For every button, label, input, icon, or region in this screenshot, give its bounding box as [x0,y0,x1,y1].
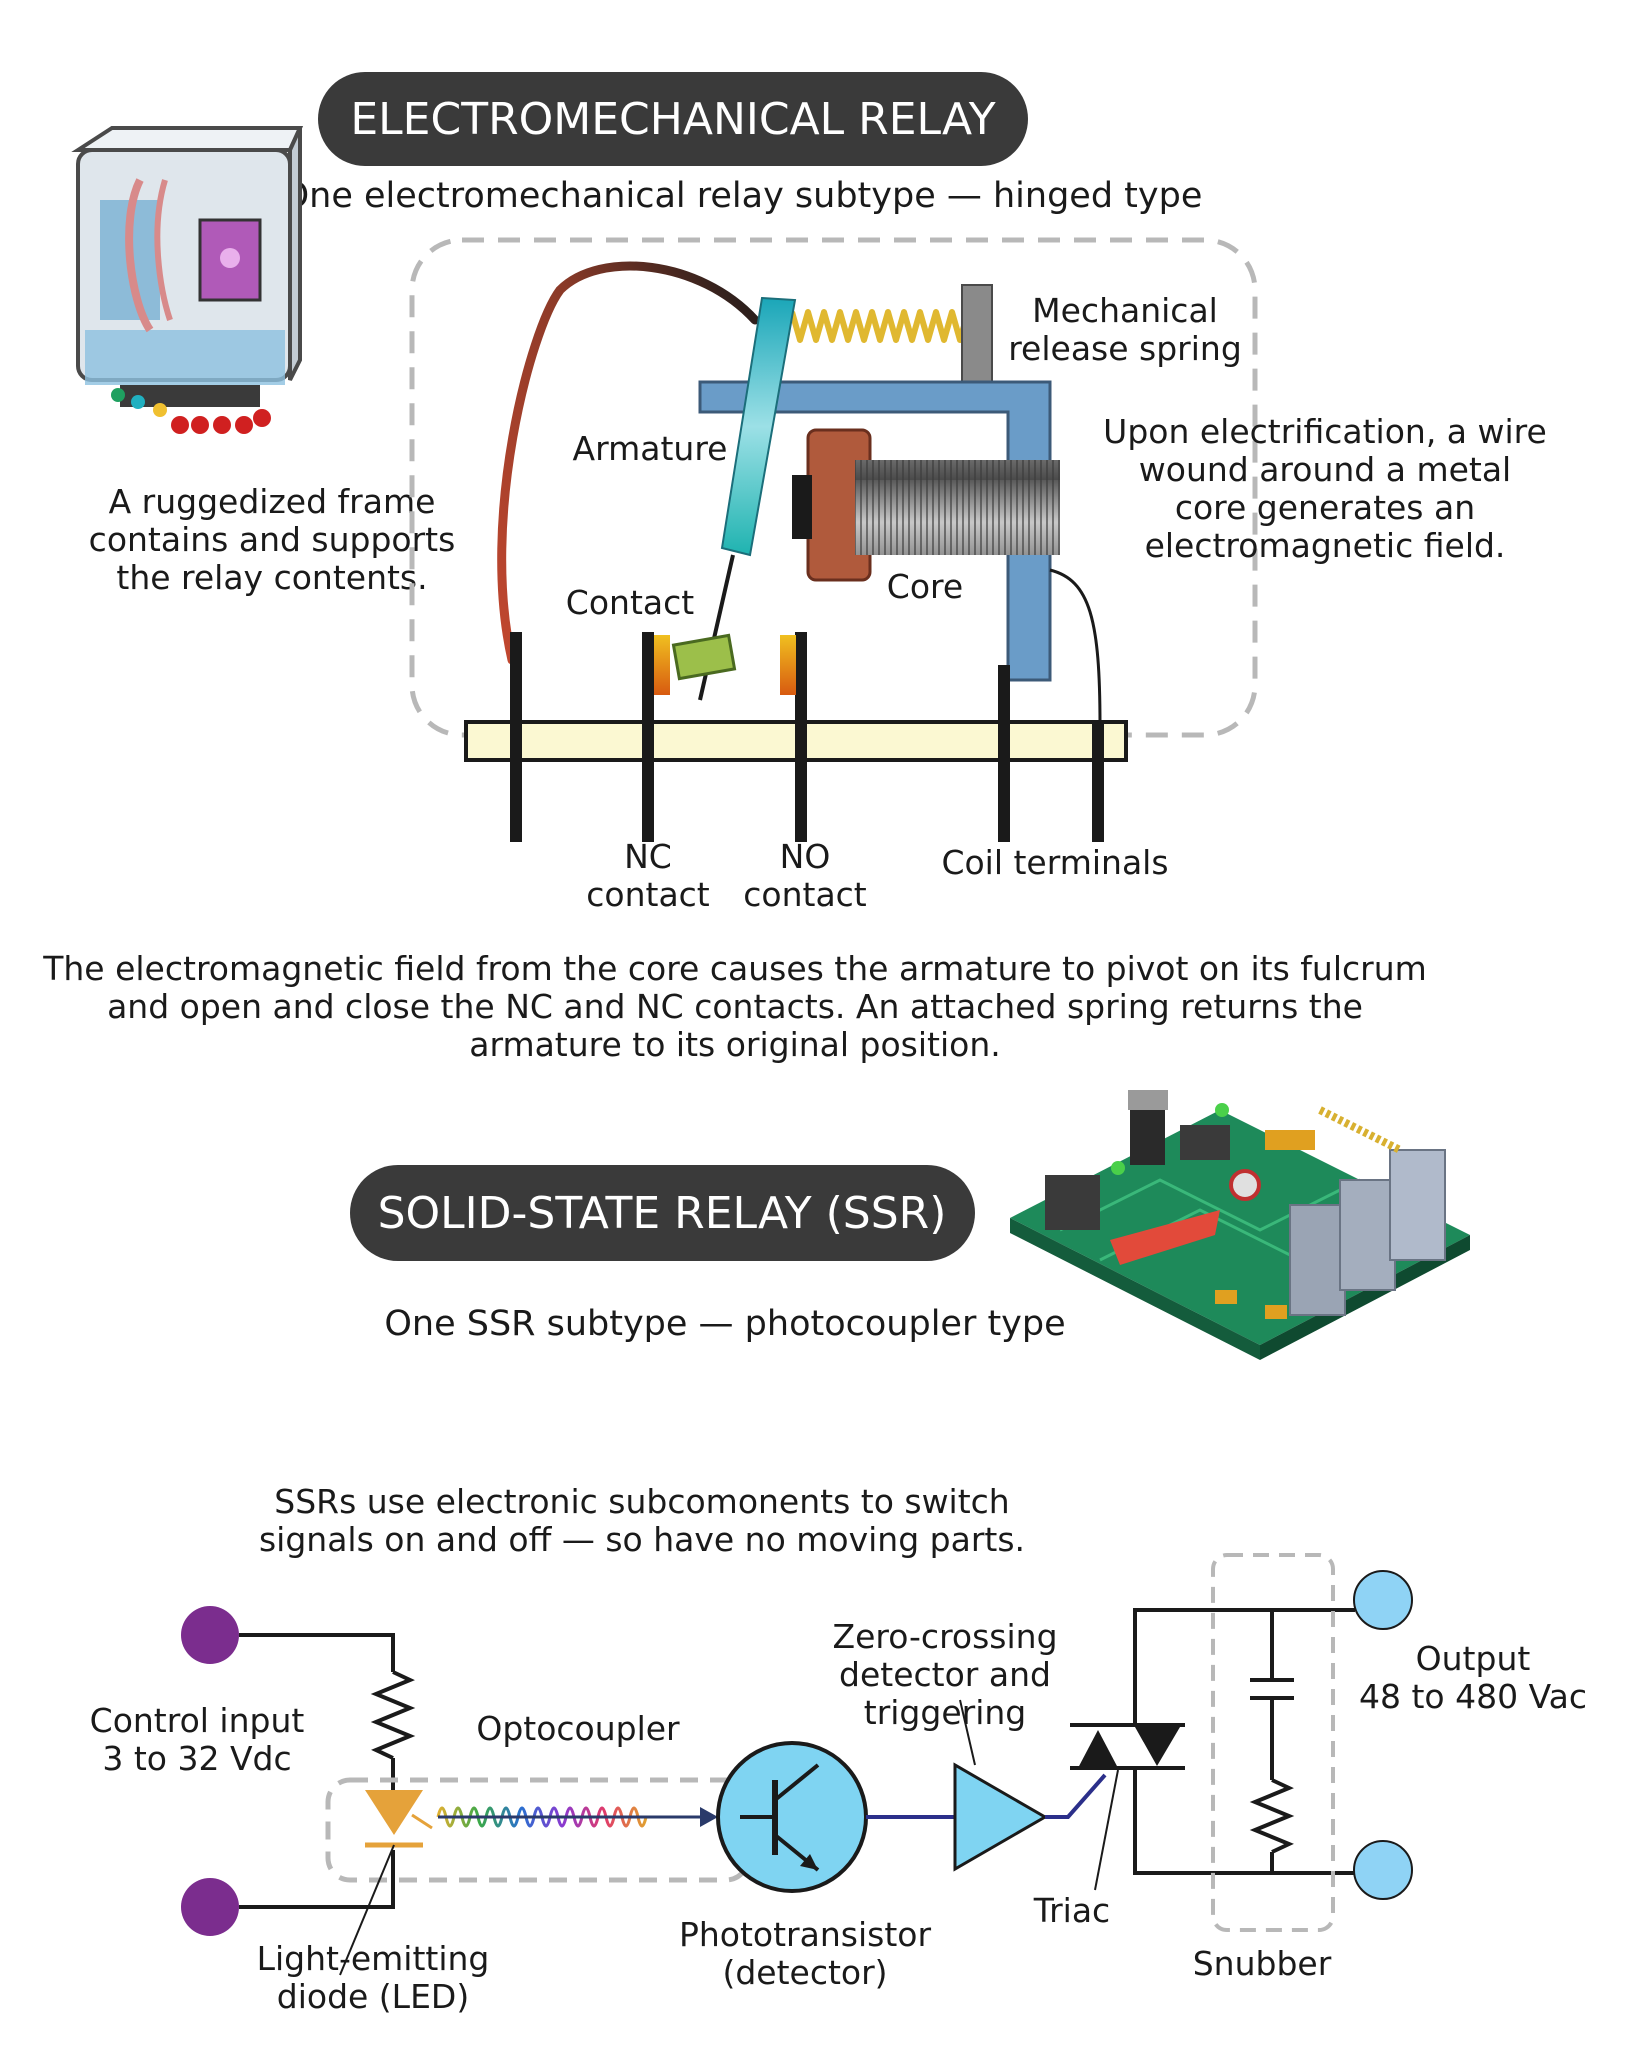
led-label-line-2: diode (LED) [277,1977,469,2016]
nc-label-line-2: contact [586,875,710,914]
phototransistor-label-line-2: (detector) [722,1953,887,1992]
spring-post [961,284,993,386]
field-caption-line-3: core generates an [1175,488,1475,527]
em-title: ELECTROMECHANICAL RELAY [350,94,995,145]
spring-label-line-2: release spring [1008,329,1242,368]
optocoupler-label: Optocoupler [476,1709,680,1748]
frame-caption-line-3: the relay contents. [116,558,427,597]
phototransistor-icon [716,1741,868,1893]
em-subtitle: One electromechanical relay subtype — hi… [282,176,1203,216]
ssr-caption-line-2: signals on and off — so have no moving p… [259,1520,1025,1559]
zero-cross-label-line-1: Zero-crossing [832,1617,1057,1656]
control-input-terminal-bottom [181,1878,239,1936]
control-label-line-1: Control input [90,1701,305,1740]
armature-contact [671,633,737,681]
release-spring-icon [789,309,971,343]
em-explanation-line-1: The electromagnetic field from the core … [42,949,1427,988]
no-fixed-contact [780,635,796,695]
optocoupler-outline [325,1777,751,1883]
no-label-line-1: NO [780,837,831,876]
light-arrow-head [700,1807,718,1827]
phototransistor-label-line-1: Phototransistor [679,1915,931,1954]
ssr-caption-line-1: SSRs use electronic subcomonents to swit… [274,1482,1009,1521]
common-wire [497,261,760,665]
em-title-pill [318,72,1028,166]
output-terminal-bottom [1353,1840,1413,1900]
no-label-line-2: contact [743,875,867,914]
gate-line [1045,1773,1107,1819]
output-label-line-1: Output [1416,1639,1531,1678]
led-icon [365,1790,433,1848]
output-terminal-top [1353,1570,1413,1630]
em-explanation-line-3: armature to its original position. [469,1025,1001,1064]
snubber-label: Snubber [1193,1944,1332,1983]
triac-label: Triac [1033,1891,1110,1930]
frame-caption-line-2: contains and supports [89,520,456,559]
armature-stem [698,554,735,701]
em-explanation-line-2: and open and close the NC and NC contact… [107,987,1363,1026]
spring-label-line-1: Mechanical [1032,291,1218,330]
zero-cross-label-line-3: triggering [864,1693,1026,1732]
input-circuit [239,1633,416,1909]
control-input-terminal-top [181,1606,239,1664]
field-caption-line-1: Upon electrification, a wire [1103,412,1547,451]
nc-fixed-contact [654,635,670,695]
zero-cross-label-line-2: detector and [839,1655,1051,1694]
core-label: Core [887,567,963,606]
ssr-subtitle: One SSR subtype — photocoupler type [384,1304,1065,1344]
control-label-line-2: 3 to 32 Vdc [102,1739,291,1778]
output-label-line-2: 48 to 480 Vac [1359,1677,1587,1716]
armature-label: Armature [573,429,728,468]
armature [720,296,797,557]
field-caption-line-2: wound around a metal [1139,450,1511,489]
contact-label: Contact [566,583,694,622]
relay-product-icon [71,126,304,434]
coil-label: Coil terminals [941,843,1168,882]
ssr-title: SOLID-STATE RELAY (SSR) [378,1188,947,1239]
led-label-line-1: Light-emitting [257,1939,490,1978]
zero-crossing-leader [959,1699,976,1766]
triac-icon [1078,1727,1180,1768]
core-pole [792,475,812,539]
zero-crossing-amplifier-icon [953,1762,1048,1872]
circuit-board-icon [1010,1090,1470,1360]
coil-lead [1049,568,1102,726]
nc-label-line-1: NC [624,837,672,876]
snubber-outline [1211,1553,1335,1932]
led-leader [339,1844,395,1976]
terminal-pins [510,632,1104,842]
field-caption-line-4: electromagnetic field. [1145,526,1506,565]
triac-leader [1094,1769,1119,1891]
frame-caption-line-1: A ruggedized frame [109,482,436,521]
ssr-title-pill [350,1165,975,1261]
coil-winding [855,460,1060,555]
